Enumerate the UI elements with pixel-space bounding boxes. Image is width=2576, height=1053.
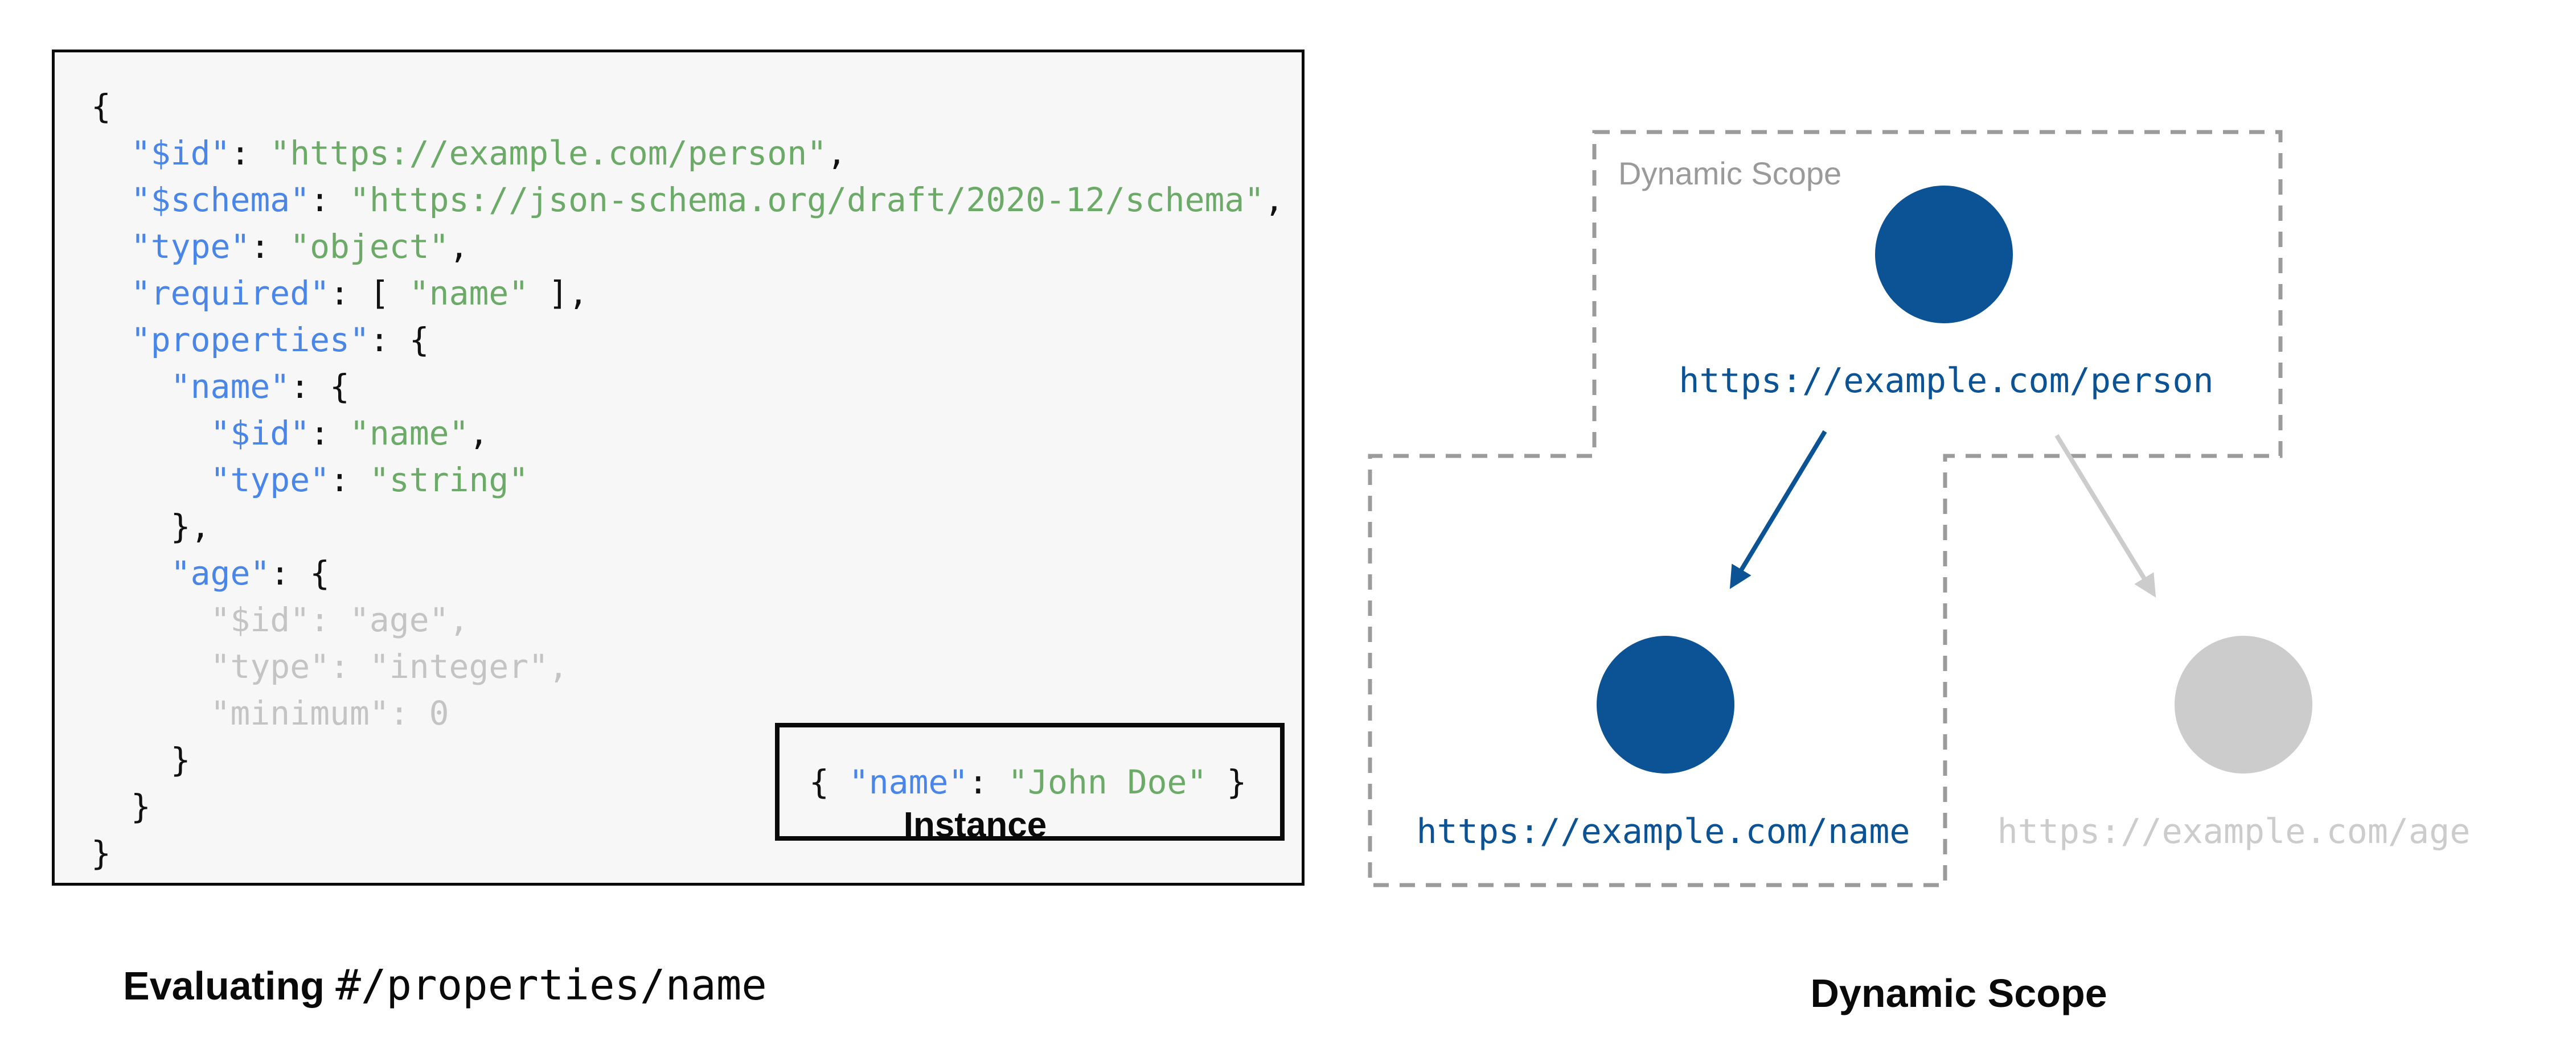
code-token: "https://json-schema.org/draft/2020-12/s…	[349, 180, 1265, 219]
code-token: {	[809, 762, 849, 801]
code-token: "$schema"	[130, 180, 310, 219]
schema-code-panel: { "$id": "https://example.com/person", "…	[52, 50, 1305, 886]
code-token: "https://example.com/person"	[270, 134, 827, 172]
code-line: }	[91, 737, 1302, 783]
dynamic-scope-boundary	[1368, 130, 2283, 887]
code-token: "name"	[349, 414, 469, 453]
node-name-url: https://example.com/name	[1416, 812, 1910, 852]
code-line: "required": [ "name" ],	[91, 270, 1302, 316]
code-line: }	[91, 783, 1302, 830]
code-line: "$schema": "https://json-schema.org/draf…	[91, 176, 1302, 223]
edge-person-to-age	[2054, 434, 2156, 598]
code-token: :	[230, 134, 270, 172]
code-token: ,	[449, 227, 469, 266]
dynamic-scope-region-label: Dynamic Scope	[1618, 155, 1842, 191]
code-token: :	[310, 180, 350, 219]
code-token: :	[310, 414, 350, 453]
code-line: "minimum": 0	[91, 690, 1302, 737]
code-token: : {	[270, 554, 330, 593]
code-token: }	[91, 741, 191, 779]
caption-dynamic-scope: Dynamic Scope	[1810, 971, 2107, 1015]
code-line: "type": "integer",	[91, 643, 1302, 690]
code-line: "$id": "name",	[91, 410, 1302, 456]
code-token: : [	[330, 274, 409, 312]
code-token: :	[330, 460, 370, 499]
code-line: "age": {	[91, 550, 1302, 597]
caption-evaluating-bold: Evaluating	[123, 964, 325, 1008]
node-person	[1875, 186, 2013, 323]
instance-label: Instance	[903, 805, 1047, 845]
code-token: "minimum": 0	[91, 694, 449, 733]
instance-box: { "name": "John Doe" }	[775, 723, 1285, 841]
code-line: "type": "object",	[91, 223, 1302, 270]
caption-evaluating: Evaluating #/properties/name	[123, 961, 767, 1010]
code-line: "$id": "https://example.com/person",	[91, 130, 1302, 176]
code-token: "required"	[130, 274, 330, 312]
code-token: }	[1207, 762, 1247, 801]
code-line: },	[91, 503, 1302, 550]
code-token: "$id": "age",	[91, 600, 469, 639]
code-token: "string"	[369, 460, 529, 499]
code-token: }	[91, 834, 111, 873]
code-token: ,	[469, 414, 489, 453]
code-line: "properties": {	[91, 316, 1302, 363]
code-token: "properties"	[130, 320, 370, 359]
code-token: "name"	[409, 274, 529, 312]
edge-person-to-name	[1729, 430, 1827, 589]
code-token: }	[91, 787, 151, 826]
code-token: : {	[290, 367, 350, 406]
node-age-url: https://example.com/age	[1997, 812, 2471, 852]
code-line: "type": "string"	[91, 456, 1302, 503]
code-token: "John Doe"	[1008, 762, 1207, 801]
code-token: ,	[1264, 180, 1285, 219]
node-age	[2175, 636, 2312, 774]
node-name	[1597, 636, 1734, 774]
code-token: ],	[528, 274, 589, 312]
code-token: :	[250, 227, 290, 266]
node-person-url: https://example.com/person	[1679, 361, 2214, 401]
code-token: "object"	[290, 227, 449, 266]
code-token: "name"	[848, 762, 969, 801]
code-token: :	[968, 762, 1008, 801]
code-token: },	[91, 507, 211, 546]
code-token: "$id"	[210, 414, 310, 453]
code-token: "type"	[130, 227, 251, 266]
code-token: "type"	[210, 460, 330, 499]
schema-code-block: { "$id": "https://example.com/person", "…	[55, 52, 1302, 877]
caption-json-pointer: #/properties/name	[335, 961, 767, 1010]
code-line: }	[91, 830, 1302, 877]
code-line: "name": {	[91, 363, 1302, 410]
code-token: "type": "integer",	[91, 647, 569, 686]
code-token: "$id"	[130, 134, 231, 172]
code-token: ,	[827, 134, 847, 172]
code-token: : {	[369, 320, 429, 359]
code-token: "age"	[170, 554, 270, 593]
code-token: {	[91, 87, 111, 126]
instance-code: { "name": "John Doe" }	[809, 763, 1246, 801]
code-token: "name"	[170, 367, 290, 406]
code-line: "$id": "age",	[91, 597, 1302, 643]
code-line: {	[91, 83, 1302, 130]
